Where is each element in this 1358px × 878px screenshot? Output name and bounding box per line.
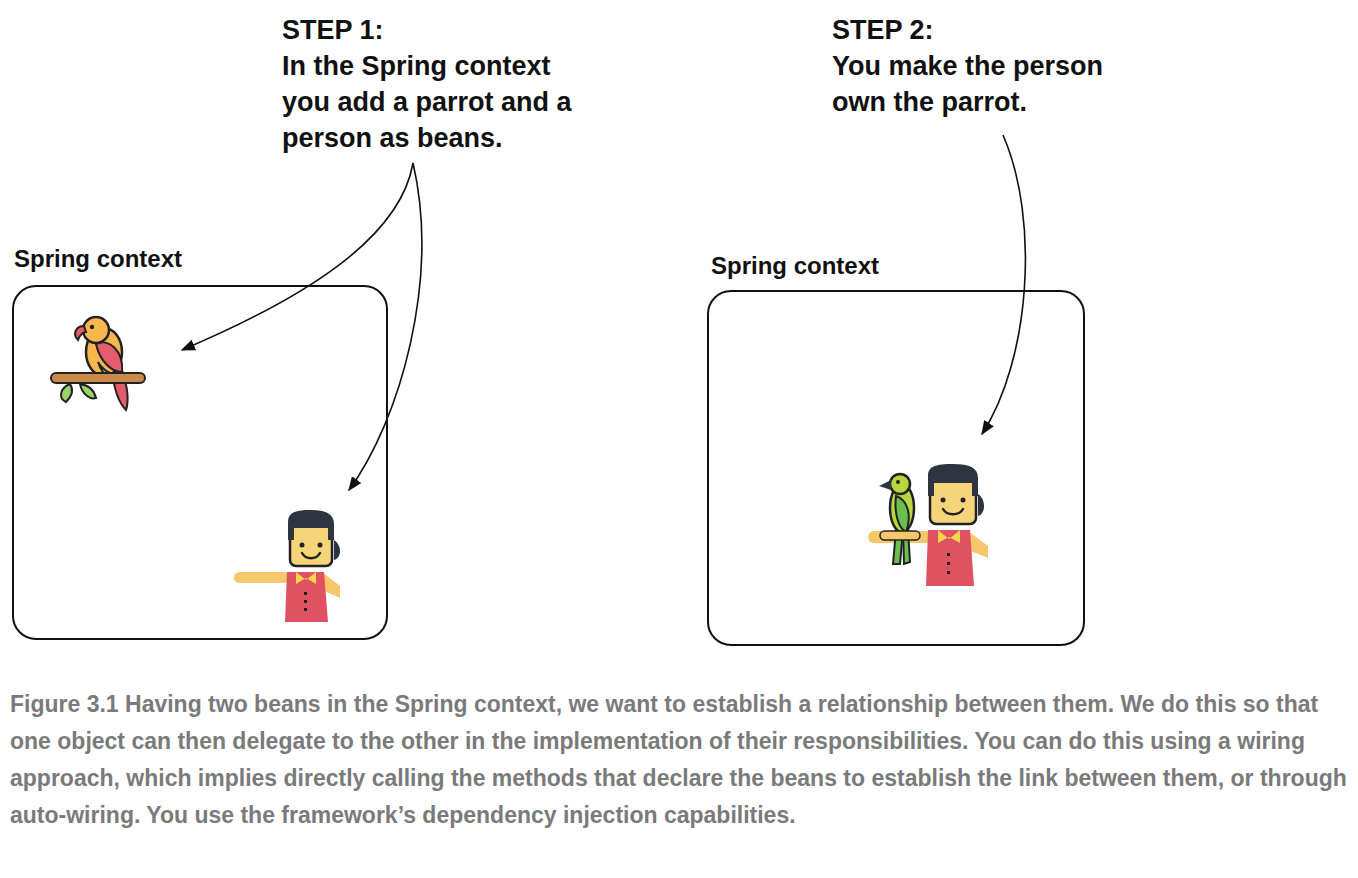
figure-caption: Figure 3.1 Having two beans in the Sprin…: [10, 686, 1348, 834]
art-shape: [234, 572, 290, 583]
art-shape: [879, 480, 891, 490]
art-shape: [349, 163, 422, 490]
context-box: Spring context: [12, 285, 388, 640]
step-heading: STEP 1:: [282, 12, 642, 48]
art-shape: [928, 464, 978, 496]
context-title: Spring context: [14, 245, 182, 273]
person-icon: [234, 510, 340, 622]
context-title: Spring context: [711, 252, 879, 280]
art-shape: [938, 530, 960, 543]
art-shape: [75, 326, 86, 340]
art-shape: [941, 498, 946, 503]
art-shape: [947, 571, 950, 574]
step-text: In the Spring context you add a parrot a…: [282, 48, 602, 156]
art-shape: [83, 317, 109, 343]
art-shape: [947, 562, 950, 565]
art-shape: [304, 608, 307, 611]
art-shape: [947, 553, 950, 556]
leader-lines: [182, 135, 1025, 490]
art-shape: [880, 531, 920, 540]
art-shape: [890, 474, 910, 494]
art-shape: [304, 600, 307, 603]
art-shape: [182, 163, 413, 350]
art-shape: [318, 543, 323, 548]
art-shape: [978, 494, 984, 516]
step-text: You make the person own the parrot.: [832, 48, 1162, 120]
art-shape: [982, 135, 1025, 434]
art-shape: [61, 384, 72, 402]
art-shape: [285, 572, 328, 622]
context-box: Spring context: [707, 290, 1085, 646]
art-shape: [300, 543, 305, 548]
art-shape: [290, 522, 332, 566]
step-heading: STEP 2:: [832, 12, 1192, 48]
art-shape: [961, 498, 966, 503]
art-shape: [80, 384, 96, 398]
art-shape: [926, 530, 974, 586]
art-shape: [296, 572, 316, 584]
art-shape: [896, 480, 900, 484]
art-shape: [943, 509, 963, 514]
art-shape: [334, 540, 340, 560]
art-shape: [288, 510, 334, 540]
person-with-parrot-icon: [868, 464, 988, 586]
art-shape: [895, 496, 908, 532]
art-shape: [302, 553, 320, 558]
art-shape: [304, 592, 307, 595]
parrot-icon: [51, 317, 145, 410]
art-shape: [51, 373, 145, 383]
art-shape: [930, 476, 976, 524]
art-shape: [90, 325, 94, 329]
